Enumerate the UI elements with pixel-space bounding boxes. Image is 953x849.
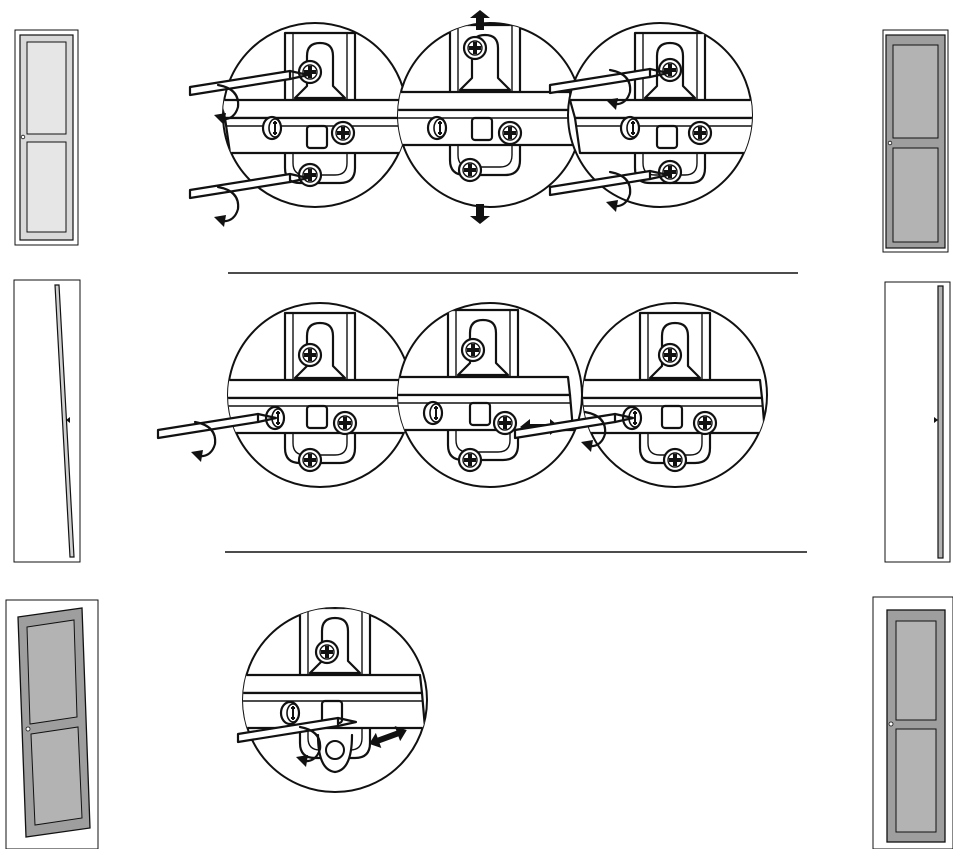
door-before-depth — [6, 600, 98, 849]
depth-step-1 — [235, 608, 427, 792]
side-step-2 — [383, 303, 582, 487]
door-after-side — [885, 282, 950, 562]
height-step-3 — [550, 23, 760, 212]
door-before-height — [15, 30, 78, 245]
door-after-height — [883, 30, 948, 252]
door-after-depth — [873, 597, 953, 849]
side-step-1 — [158, 303, 412, 487]
door-before-side — [14, 280, 80, 562]
height-step-1 — [190, 23, 410, 227]
